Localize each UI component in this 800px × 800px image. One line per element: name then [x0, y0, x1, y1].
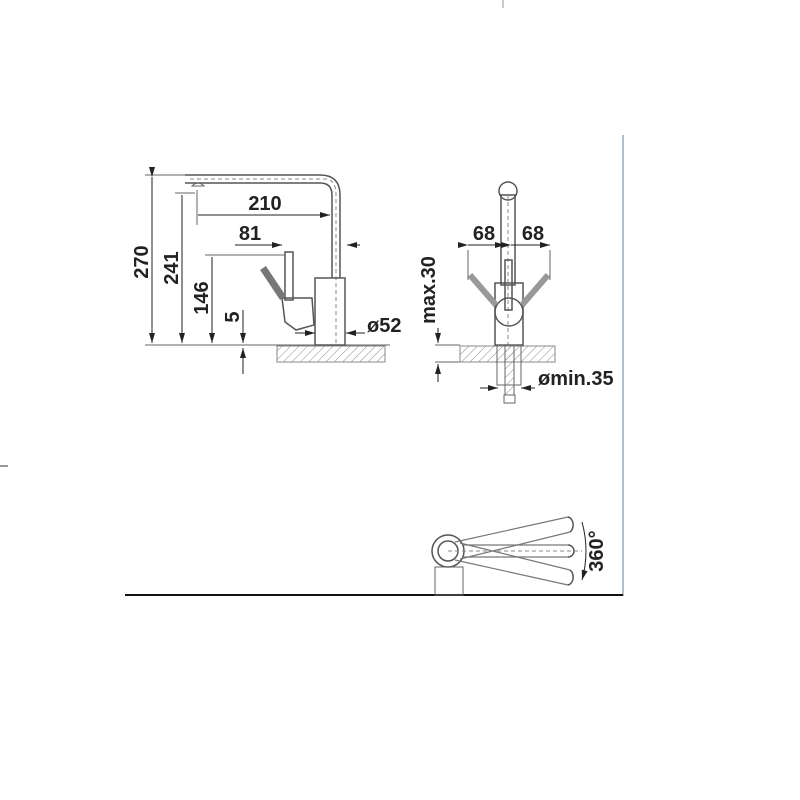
handle-hub — [494, 297, 524, 327]
side-view: 270 241 146 5 210 81 ø52 — [131, 167, 401, 374]
faucet-body — [494, 282, 524, 346]
handle-lever — [284, 251, 294, 301]
handle-lever — [504, 259, 513, 311]
dim-o52: ø52 — [367, 315, 401, 337]
dim-5: 5 — [222, 311, 244, 322]
dim-81: 81 — [239, 223, 261, 245]
handle-lever-tilted — [260, 266, 286, 300]
spout — [185, 174, 341, 278]
top-view: 360° — [431, 516, 608, 596]
dim-210: 210 — [248, 193, 281, 215]
dim-146: 146 — [191, 281, 213, 314]
dim-omin35: ømin.35 — [538, 368, 614, 390]
countertop — [276, 345, 386, 363]
handle-base — [281, 297, 315, 331]
dim-max30: max.30 — [418, 256, 440, 324]
dim-241: 241 — [161, 251, 183, 284]
dim-270: 270 — [131, 245, 153, 278]
front-view: 68 68 max.30 ømin.35 — [418, 181, 614, 404]
dim-360: 360° — [586, 530, 608, 571]
spout-position-left — [454, 516, 571, 560]
spout-position-right — [454, 542, 571, 586]
dim-68-right: 68 — [522, 223, 544, 245]
faucet-body — [314, 277, 346, 346]
dim-68-left: 68 — [473, 223, 495, 245]
spout-head — [498, 181, 518, 201]
